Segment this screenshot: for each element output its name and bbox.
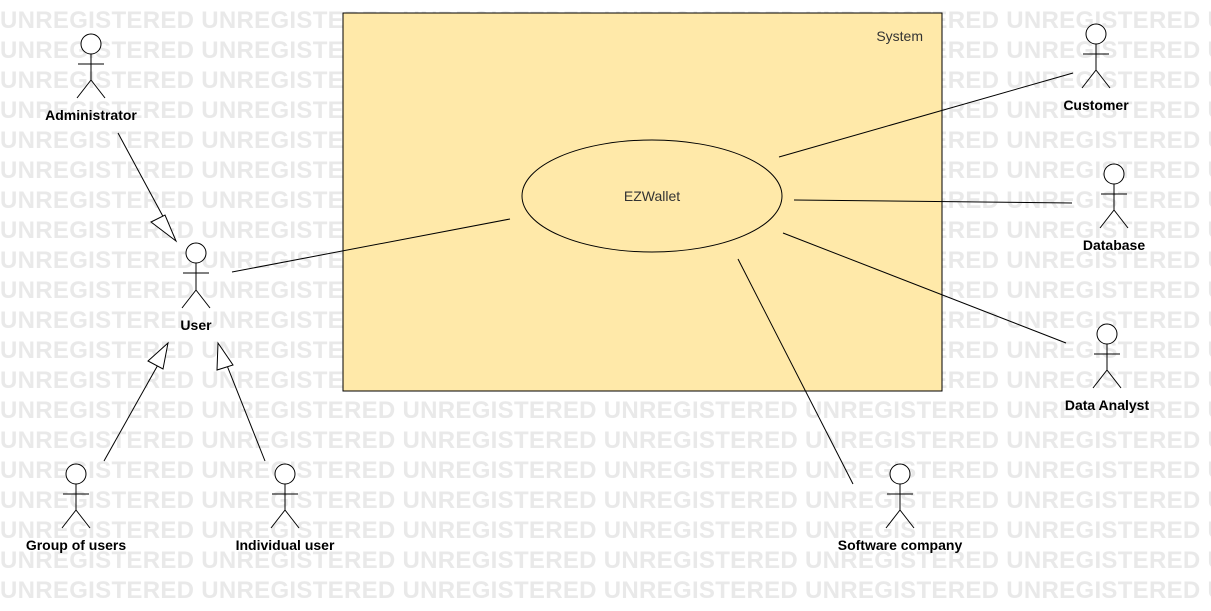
actor-label-data-analyst: Data Analyst [1065,397,1150,413]
actor-software-company[interactable] [885,463,915,529]
generalization-arrowhead [150,214,178,243]
actor-database[interactable] [1099,163,1129,229]
use-case-label: EZWallet [624,188,680,204]
generalization-group-of-users-user [103,362,160,462]
system-label: System [876,28,923,44]
generalization-arrowhead [147,341,169,370]
actor-administrator[interactable] [76,33,106,99]
actor-label-administrator: Administrator [45,107,137,123]
actor-label-database: Database [1083,237,1145,253]
actor-label-customer: Customer [1063,97,1129,113]
association-customer-ezwallet [778,72,1074,158]
actor-customer[interactable] [1081,23,1111,89]
actor-label-group-of-users: Group of users [26,537,127,553]
generalization-individual-user-user [225,362,266,462]
association-software-company-ezwallet [737,258,854,485]
use-case-ezwallet[interactable] [521,139,783,253]
actor-label-software-company: Software company [838,537,963,553]
actor-label-individual-user: Individual user [236,537,335,553]
generalization-arrowhead [216,341,234,371]
association-user-ezwallet [231,218,511,273]
actor-group-of-users[interactable] [61,463,91,529]
association-database-ezwallet [793,199,1073,204]
actor-label-user: User [180,317,212,333]
association-data-analyst-ezwallet [782,232,1067,344]
actor-user[interactable] [181,242,211,309]
actor-individual-user[interactable] [270,463,300,529]
actor-data-analyst[interactable] [1092,323,1122,389]
generalization-administrator-user [117,132,167,223]
